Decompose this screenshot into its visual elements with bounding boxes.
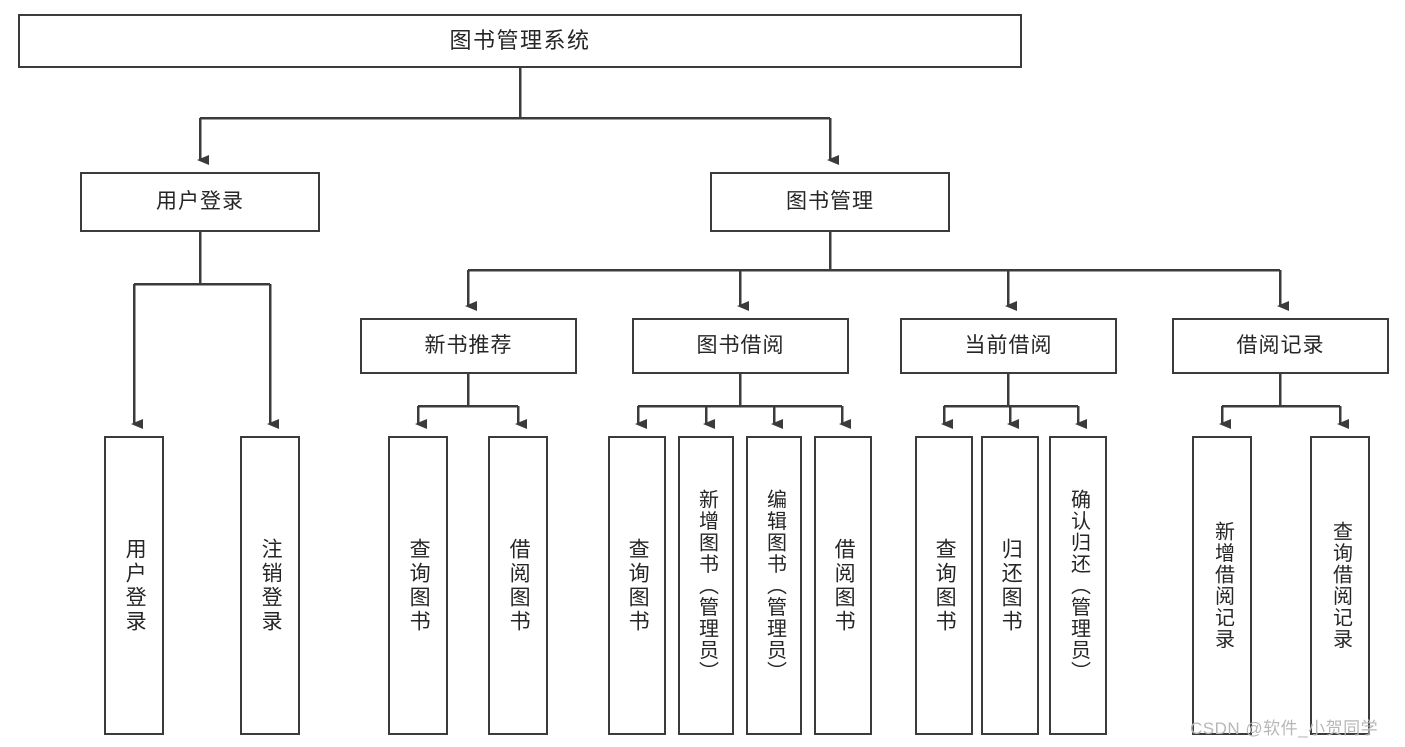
node-leaf-borrowrecord-query[interactable]: 查询借阅记录 <box>1310 436 1370 735</box>
node-leaf-bookborrow-borrow[interactable]: 借阅图书 <box>814 436 872 735</box>
node-leaf-bookborrow-add[interactable]: 新增图书（管理员） <box>678 436 734 735</box>
node-leaf-borrowrecord-query-label: 查询借阅记录 <box>1329 521 1352 650</box>
node-user-login[interactable]: 用户登录 <box>80 172 320 232</box>
node-user-login-label: 用户登录 <box>156 190 244 214</box>
node-leaf-currentborrow-confirm-label: 确认归还（管理员） <box>1067 488 1090 683</box>
node-leaf-borrowrecord-add-label: 新增借阅记录 <box>1211 521 1234 650</box>
node-new-book-recommend-label: 新书推荐 <box>424 334 513 358</box>
node-leaf-currentborrow-query-label: 查询图书 <box>933 537 957 634</box>
node-borrow-record[interactable]: 借阅记录 <box>1172 318 1389 374</box>
node-book-manage[interactable]: 图书管理 <box>710 172 950 232</box>
node-leaf-newbook-query-label: 查询图书 <box>407 537 431 634</box>
node-leaf-currentborrow-return[interactable]: 归还图书 <box>981 436 1039 735</box>
node-leaf-currentborrow-confirm[interactable]: 确认归还（管理员） <box>1049 436 1107 735</box>
node-leaf-bookborrow-add-label: 新增图书（管理员） <box>695 488 718 683</box>
node-leaf-user-login-signin[interactable]: 用户登录 <box>104 436 164 735</box>
node-book-manage-label: 图书管理 <box>786 190 874 214</box>
node-leaf-bookborrow-query[interactable]: 查询图书 <box>608 436 666 735</box>
node-leaf-bookborrow-borrow-label: 借阅图书 <box>832 537 856 634</box>
node-leaf-bookborrow-query-label: 查询图书 <box>626 537 650 634</box>
node-leaf-user-login-signout-label: 注销登录 <box>259 537 283 634</box>
node-leaf-borrowrecord-add[interactable]: 新增借阅记录 <box>1192 436 1252 735</box>
node-leaf-currentborrow-query[interactable]: 查询图书 <box>915 436 973 735</box>
watermark-text: CSDN @软件_小贺同学 <box>1190 719 1379 738</box>
node-new-book-recommend[interactable]: 新书推荐 <box>360 318 577 374</box>
node-leaf-user-login-signin-label: 用户登录 <box>123 537 147 634</box>
node-leaf-bookborrow-edit[interactable]: 编辑图书（管理员） <box>746 436 802 735</box>
node-book-borrow-label: 图书借阅 <box>696 334 785 358</box>
node-leaf-newbook-borrow-label: 借阅图书 <box>507 537 531 634</box>
node-root-system[interactable]: 图书管理系统 <box>18 14 1022 68</box>
node-leaf-currentborrow-return-label: 归还图书 <box>999 537 1023 634</box>
node-leaf-newbook-query[interactable]: 查询图书 <box>388 436 448 735</box>
node-leaf-bookborrow-edit-label: 编辑图书（管理员） <box>763 488 786 683</box>
node-leaf-newbook-borrow[interactable]: 借阅图书 <box>488 436 548 735</box>
node-current-borrow[interactable]: 当前借阅 <box>900 318 1117 374</box>
node-current-borrow-label: 当前借阅 <box>964 334 1053 358</box>
node-book-borrow[interactable]: 图书借阅 <box>632 318 849 374</box>
node-borrow-record-label: 借阅记录 <box>1236 334 1325 358</box>
node-root-system-label: 图书管理系统 <box>449 27 591 53</box>
node-leaf-user-login-signout[interactable]: 注销登录 <box>240 436 300 735</box>
